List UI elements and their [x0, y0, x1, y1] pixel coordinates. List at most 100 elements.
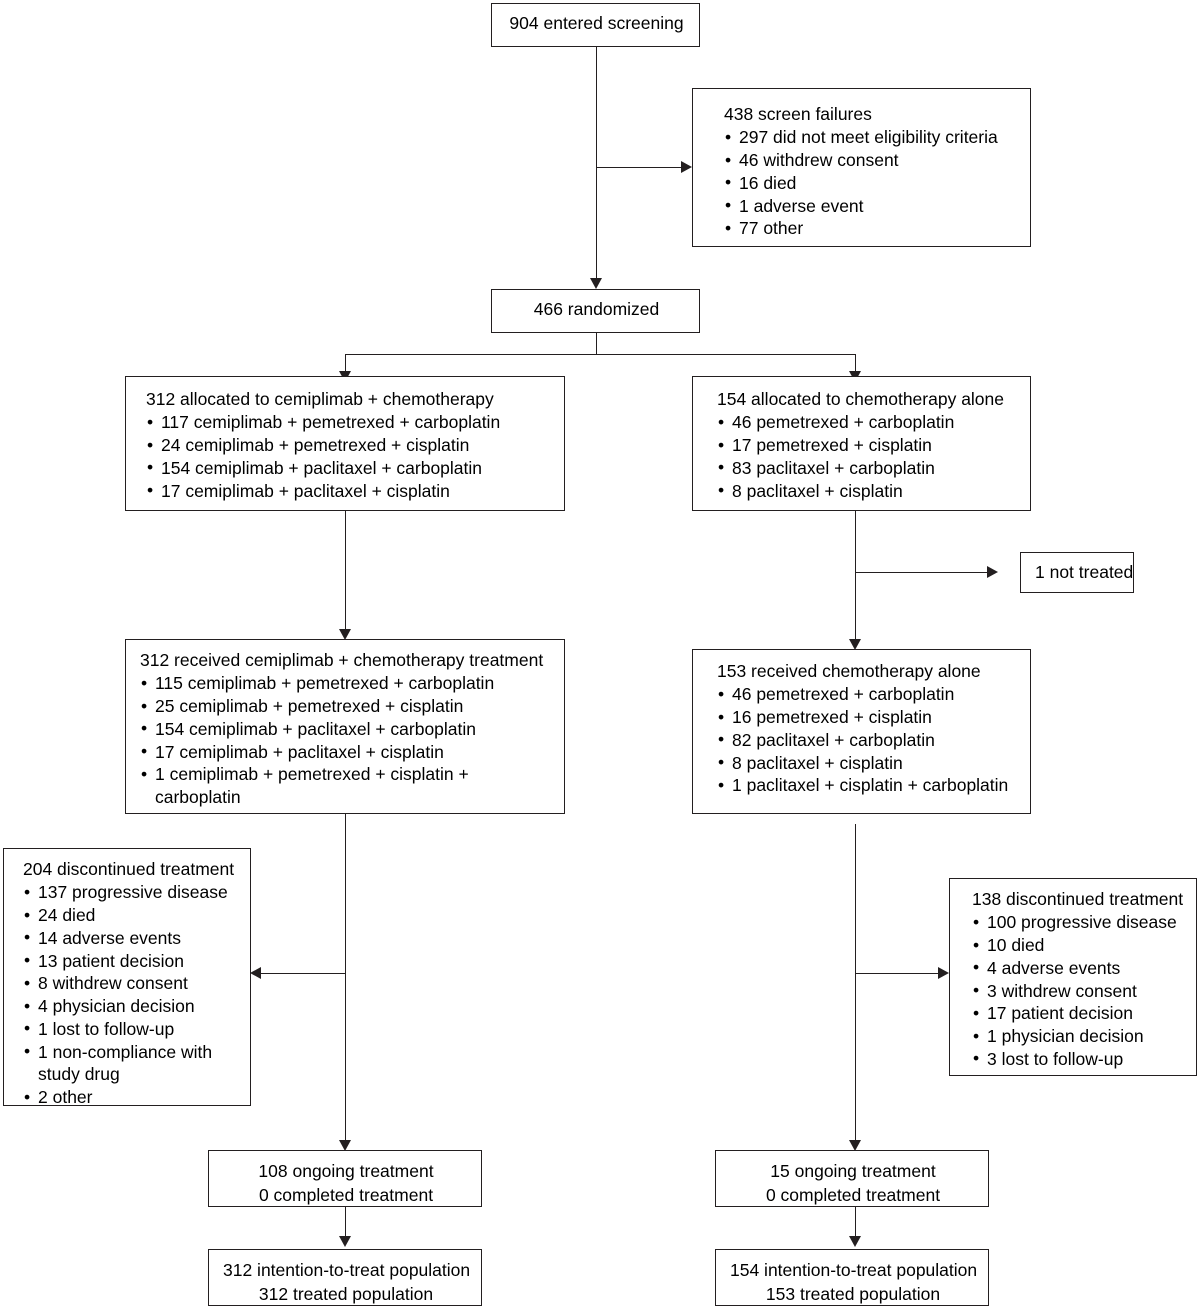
connector-to-screen-failures — [596, 167, 688, 168]
list-item: 1 physician decision — [972, 1025, 1184, 1048]
connector-screening-to-randomized — [596, 47, 597, 283]
list-item: 17 cemiplimab + paclitaxel + cisplatin — [146, 479, 552, 503]
connector-ongoing-right-to-population-right — [855, 1207, 856, 1239]
connector-received-left-to-ongoing-left — [345, 814, 346, 1144]
node-randomized[interactable]: 466 randomized — [491, 289, 700, 333]
node-population-right[interactable]: 154 intention-to-treat population 153 tr… — [715, 1249, 989, 1306]
screen-failures-list: 297 did not meet eligibility criteria 46… — [724, 126, 1018, 240]
received-left-title: 312 received cemiplimab + chemotherapy t… — [140, 650, 544, 670]
list-item: 77 other — [724, 217, 1018, 240]
connector-split-left-drop — [345, 354, 346, 376]
received-right-title: 153 received chemotherapy alone — [717, 661, 981, 681]
list-item: 2 other — [23, 1086, 238, 1109]
randomized-title: 466 randomized — [533, 299, 660, 319]
arrowhead-discontinued-right — [938, 967, 949, 979]
list-item: 3 withdrew consent — [972, 979, 1184, 1003]
list-item: 10 died — [972, 934, 1184, 957]
list-item: 13 patient decision — [23, 949, 238, 973]
list-item: 1 non-compliance with study drug — [23, 1040, 228, 1087]
list-item: 1 lost to follow-up — [23, 1017, 238, 1041]
arrowhead-population-left — [339, 1236, 351, 1247]
list-item: 17 cemiplimab + paclitaxel + cisplatin — [140, 740, 552, 764]
node-ongoing-treatment-right[interactable]: 15 ongoing treatment 0 completed treatme… — [715, 1150, 989, 1207]
discontinued-left-list: 137 progressive disease 24 died 14 adver… — [23, 881, 238, 1109]
node-allocated-chemo-alone[interactable]: 154 allocated to chemotherapy alone 46 p… — [692, 376, 1031, 511]
list-item: 24 cemiplimab + pemetrexed + cisplatin — [146, 434, 552, 457]
ongoing-left-line-2: 0 completed treatment — [258, 1184, 434, 1205]
allocated-left-title: 312 allocated to cemiplimab + chemothera… — [146, 389, 494, 409]
arrowhead-not-treated — [987, 566, 998, 578]
node-ongoing-treatment-left[interactable]: 108 ongoing treatment 0 completed treatm… — [208, 1150, 482, 1207]
list-item: 3 lost to follow-up — [972, 1047, 1184, 1071]
connector-split-bar — [345, 354, 856, 355]
discontinued-left-title: 204 discontinued treatment — [23, 859, 235, 879]
list-item: 1 adverse event — [724, 194, 1018, 218]
connector-allocated-right-to-received-right — [855, 511, 856, 643]
arrowhead-ongoing-right — [849, 1140, 861, 1151]
node-allocated-cemiplimab-chemo[interactable]: 312 allocated to cemiplimab + chemothera… — [125, 376, 565, 511]
arrowhead-screen-failures — [681, 161, 692, 173]
list-item: 297 did not meet eligibility criteria — [724, 126, 1018, 149]
discontinued-right-list: 100 progressive disease 10 died 4 advers… — [972, 911, 1184, 1070]
node-discontinued-chemo-alone[interactable]: 138 discontinued treatment 100 progressi… — [949, 878, 1197, 1076]
list-item: 1 paclitaxel + cisplatin + carboplatin — [717, 774, 1018, 797]
list-item: 16 pemetrexed + cisplatin — [717, 706, 1018, 729]
connector-allocated-left-to-received-left — [345, 511, 346, 633]
allocated-left-list: 117 cemiplimab + pemetrexed + carboplati… — [146, 411, 552, 502]
list-item: 100 progressive disease — [972, 911, 1184, 934]
ongoing-left-line-1: 108 ongoing treatment — [258, 1161, 434, 1181]
list-item: 1 cemiplimab + pemetrexed + cisplatin + … — [140, 763, 495, 809]
arrowhead-ongoing-left — [339, 1140, 351, 1151]
node-not-treated[interactable]: 1 not treated — [1020, 552, 1134, 593]
list-item: 46 pemetrexed + carboplatin — [717, 411, 1018, 434]
list-item: 24 died — [23, 904, 238, 927]
screen-failures-title: 438 screen failures — [724, 104, 872, 124]
list-item: 25 cemiplimab + pemetrexed + cisplatin — [140, 695, 552, 718]
connector-to-discontinued-right — [855, 973, 940, 974]
node-screen-failures[interactable]: 438 screen failures 297 did not meet eli… — [692, 88, 1031, 247]
arrowhead-randomized — [590, 278, 602, 289]
list-item: 82 paclitaxel + carboplatin — [717, 728, 1018, 752]
node-entered-screening[interactable]: 904 entered screening — [491, 3, 700, 47]
list-item: 16 died — [724, 171, 1018, 195]
ongoing-right-line-2: 0 completed treatment — [765, 1184, 941, 1205]
list-item: 117 cemiplimab + pemetrexed + carboplati… — [146, 411, 552, 434]
list-item: 137 progressive disease — [23, 881, 238, 904]
connector-split-right-drop — [855, 354, 856, 376]
connector-to-discontinued-left — [261, 973, 346, 974]
node-received-cemiplimab-chemo[interactable]: 312 received cemiplimab + chemotherapy t… — [125, 639, 565, 814]
list-item: 154 cemiplimab + paclitaxel + carboplati… — [146, 456, 552, 480]
node-received-chemo-alone[interactable]: 153 received chemotherapy alone 46 pemet… — [692, 649, 1031, 814]
received-right-list: 46 pemetrexed + carboplatin 16 pemetrexe… — [717, 683, 1018, 797]
entered-screening-title: 904 entered screening — [509, 13, 684, 33]
arrowhead-population-right — [849, 1236, 861, 1247]
list-item: 115 cemiplimab + pemetrexed + carboplati… — [140, 672, 552, 695]
arrowhead-received-right — [849, 639, 861, 650]
node-discontinued-cemiplimab-chemo[interactable]: 204 discontinued treatment 137 progressi… — [3, 848, 251, 1109]
population-left-line-2: 312 treated population — [258, 1283, 434, 1304]
list-item: 154 cemiplimab + paclitaxel + carboplati… — [140, 717, 552, 741]
arrowhead-received-left — [339, 629, 351, 640]
connector-received-right-to-ongoing-right — [855, 824, 856, 1144]
connector-ongoing-left-to-population-left — [345, 1207, 346, 1239]
ongoing-right-line-1: 15 ongoing treatment — [770, 1161, 936, 1181]
list-item: 17 patient decision — [972, 1002, 1184, 1025]
list-item: 46 withdrew consent — [724, 149, 1018, 172]
list-item: 83 paclitaxel + carboplatin — [717, 456, 1018, 480]
list-item: 8 withdrew consent — [23, 972, 238, 995]
population-left-line-1: 312 intention-to-treat population — [223, 1260, 471, 1280]
received-left-list: 115 cemiplimab + pemetrexed + carboplati… — [140, 672, 552, 809]
connector-randomized-stem — [596, 333, 597, 355]
arrowhead-discontinued-left — [250, 967, 261, 979]
list-item: 46 pemetrexed + carboplatin — [717, 683, 1018, 706]
allocated-right-list: 46 pemetrexed + carboplatin 17 pemetrexe… — [717, 411, 1018, 502]
list-item: 4 adverse events — [972, 956, 1184, 980]
list-item: 17 pemetrexed + cisplatin — [717, 434, 1018, 457]
node-population-left[interactable]: 312 intention-to-treat population 312 tr… — [208, 1249, 482, 1306]
allocated-right-title: 154 allocated to chemotherapy alone — [717, 389, 1005, 409]
not-treated-title: 1 not treated — [1035, 562, 1134, 582]
connector-to-not-treated — [855, 572, 994, 573]
population-right-line-1: 154 intention-to-treat population — [730, 1260, 978, 1280]
discontinued-right-title: 138 discontinued treatment — [972, 889, 1184, 909]
